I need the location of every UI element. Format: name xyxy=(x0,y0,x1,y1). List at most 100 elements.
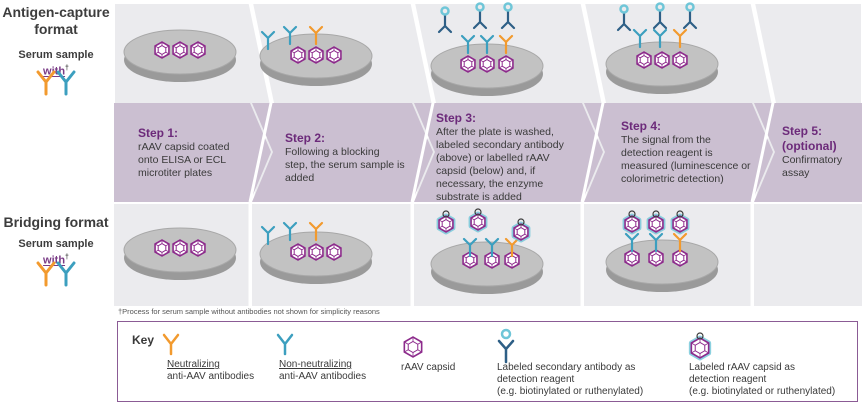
key-non-neutralizing-line1: Non-neutralizing xyxy=(279,359,352,370)
serum-label-text: Serum sample xyxy=(18,49,94,61)
step-3-body: After the plate is washed, labeled secon… xyxy=(436,126,564,203)
step-5-text: Step 5: (optional) Confirmatory assay xyxy=(782,124,858,180)
capsid-icon xyxy=(670,210,690,235)
antibody-icon xyxy=(462,237,478,258)
key-item-labeled-antibody: Labeled secondary antibody as detection … xyxy=(497,362,643,398)
key-labeled-capsid-icon xyxy=(688,332,712,361)
step-3-heading: Step 3: xyxy=(436,111,477,125)
key-item-capsid: rAAV capsid xyxy=(401,362,455,374)
antigen-capture-title: Antigen-capture format xyxy=(2,4,110,37)
capsid-icon xyxy=(326,243,342,261)
capsid-icon xyxy=(479,55,495,73)
key-item-non-neutralizing: Non-neutralizing anti-AAV antibodies xyxy=(279,359,366,383)
step-1-text: Step 1: rAAV capsid coated onto ELISA or… xyxy=(138,126,248,180)
capsid-icon xyxy=(511,218,531,243)
antibody-icon xyxy=(648,232,664,253)
labeled-antibody-icon xyxy=(616,4,632,32)
dagger-mark: † xyxy=(65,254,69,261)
step-1-body: rAAV capsid coated onto ELISA or ECL mic… xyxy=(138,141,230,179)
labeled-antibody-icon xyxy=(500,2,516,30)
step-4-heading: Step 4: xyxy=(621,119,662,133)
step-1-heading: Step 1: xyxy=(138,126,179,140)
antibody-icon xyxy=(652,28,668,49)
capsid-icon xyxy=(672,51,688,69)
key-labeled-antibody-line1: Labeled secondary antibody as xyxy=(497,362,636,373)
key-non-neutralizing-antibody-icon xyxy=(276,333,294,356)
capsid-icon xyxy=(484,251,500,269)
capsid-icon xyxy=(290,46,306,64)
antibody-icon xyxy=(484,237,500,258)
capsid-icon xyxy=(624,249,640,267)
assay-illustrations xyxy=(123,2,719,294)
capsid-icon xyxy=(654,51,670,69)
key-capsid-label: rAAV capsid xyxy=(401,362,456,373)
plate-step-3-top xyxy=(430,43,544,96)
step-band xyxy=(114,103,862,202)
non-neutralizing-antibody-icon xyxy=(56,261,76,287)
capsid-icon xyxy=(190,239,206,257)
capsid-icon xyxy=(154,41,170,59)
antibody-icon xyxy=(260,225,276,246)
labeled-antibody-icon xyxy=(472,2,488,30)
capsid-icon xyxy=(498,55,514,73)
capsid-icon xyxy=(468,208,488,233)
step-5-optional: (optional) xyxy=(782,139,837,153)
step-5-body: Confirmatory assay xyxy=(782,154,843,179)
antibody-icon xyxy=(282,221,298,242)
step-2-body: Following a blocking step, the serum sam… xyxy=(285,146,405,184)
left-antibody-icons xyxy=(36,70,76,287)
key-labeled-antibody-line2: detection reagent xyxy=(497,374,575,385)
key-item-labeled-capsid: Labeled rAAV capsid as detection reagent… xyxy=(689,362,835,398)
step-2-text: Step 2: Following a blocking step, the s… xyxy=(285,131,405,185)
footnote: †Process for serum sample without antibo… xyxy=(118,307,380,316)
key-neutralizing-line2: anti-AAV antibodies xyxy=(167,371,255,382)
key-box xyxy=(117,321,858,402)
key-non-neutralizing-line2: anti-AAV antibodies xyxy=(279,371,367,382)
step-4-text: Step 4: The signal from the detection re… xyxy=(621,119,753,186)
step-3-text: Step 3: After the plate is washed, label… xyxy=(436,111,580,204)
capsid-icon xyxy=(172,239,188,257)
key-item-neutralizing: Neutralizing anti-AAV antibodies xyxy=(167,359,254,383)
capsid-icon xyxy=(154,239,170,257)
antibody-icon xyxy=(460,34,476,55)
key-neutralizing-antibody-icon xyxy=(162,333,180,356)
non-neutralizing-antibody-icon xyxy=(56,70,76,96)
bridging-format-title: Bridging format xyxy=(3,214,109,230)
antibody-icon xyxy=(504,237,520,258)
capsid-icon xyxy=(648,249,664,267)
key-labeled-capsid-line3: (e.g. biotinylated or ruthenylated) xyxy=(689,386,836,397)
capsid-icon xyxy=(308,243,324,261)
capsid-icon xyxy=(462,251,478,269)
antibody-icon xyxy=(260,30,276,51)
capsid-icon xyxy=(403,336,423,358)
antibody-icon xyxy=(672,28,688,49)
neutralizing-antibody-icon xyxy=(36,70,56,96)
antibody-icon xyxy=(632,28,648,49)
capsid-icon xyxy=(504,251,520,269)
capsid-icon xyxy=(436,210,456,235)
capsid-icon xyxy=(190,41,206,59)
key-labeled-capsid-line1: Labeled rAAV capsid as xyxy=(689,362,795,373)
antibody-icon xyxy=(672,232,688,253)
key-neutralizing-line1: Neutralizing xyxy=(167,359,220,370)
key-labeled-capsid-line2: detection reagent xyxy=(689,374,767,385)
key-labeled-secondary-antibody-icon xyxy=(497,328,515,364)
dagger-mark: † xyxy=(65,65,69,72)
neutralizing-antibody-icon xyxy=(36,261,56,287)
capsid-icon xyxy=(172,41,188,59)
labeled-antibody-icon xyxy=(652,2,668,30)
capsid-icon xyxy=(326,46,342,64)
key-capsid-icon xyxy=(403,336,423,358)
antibody-icon xyxy=(308,25,324,46)
step-2-heading: Step 2: xyxy=(285,131,326,145)
labeled-antibody-icon xyxy=(437,6,453,34)
key-labeled-antibody-line3: (e.g. biotinylated or ruthenylated) xyxy=(497,386,644,397)
labeled-antibody-icon xyxy=(682,2,698,30)
capsid-icon xyxy=(622,210,642,235)
capsid-icon xyxy=(688,332,712,361)
step-4-body: The signal from the detection reagent is… xyxy=(621,134,751,185)
capsid-icon xyxy=(290,243,306,261)
antibody-icon xyxy=(624,232,640,253)
capsid-icon xyxy=(460,55,476,73)
